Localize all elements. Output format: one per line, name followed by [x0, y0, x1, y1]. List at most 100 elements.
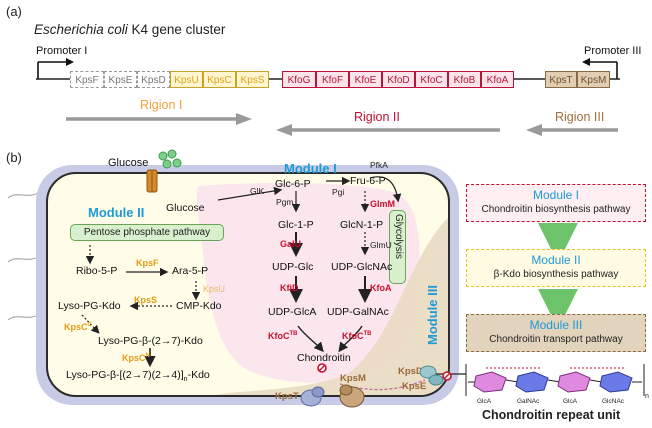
- enzyme-kpsf: KpsF: [136, 258, 159, 268]
- repeat-subscript: n: [645, 393, 649, 400]
- sugar-ring-3: [557, 371, 591, 393]
- glucose-molecules-icon: [158, 149, 182, 169]
- module-iii-region: [214, 218, 448, 395]
- enzyme-galu: GalU: [280, 239, 302, 249]
- legend-module-i-title: Module I: [532, 188, 580, 202]
- stop-icon-export: [442, 371, 452, 381]
- enzyme-kpsu: KpsU: [203, 284, 226, 294]
- sugar-ring-1: [473, 371, 507, 393]
- organism-name: Escherichia coli: [34, 22, 128, 37]
- glc-6-p: Glc-6-P: [275, 178, 311, 190]
- panel-a-label: (a): [6, 4, 22, 19]
- chondroitin: Chondroitin: [297, 352, 351, 364]
- kfoc-right-sup: TB: [363, 331, 372, 337]
- lyso-final-sub: n: [183, 376, 188, 384]
- sugar-label-3: GlcA: [563, 398, 578, 405]
- kpsm-protein-icon: [339, 384, 365, 408]
- enzyme-kpse: KpsE: [402, 381, 427, 392]
- promoter-iii-label: Promoter III: [584, 45, 642, 57]
- ribo-5-p: Ribo-5-P: [76, 265, 118, 277]
- enzyme-pfka: PfkA: [370, 160, 388, 170]
- enzyme-glk: GlK: [250, 186, 265, 196]
- enzyme-kpss: KpsS: [134, 295, 158, 305]
- cluster-name: K4 gene cluster: [127, 22, 226, 37]
- pentose-phosphate-box: Pentose phosphate pathway: [70, 224, 224, 241]
- gene-kfoe: KfoE: [349, 71, 382, 88]
- enzyme-kpsm: KpsM: [340, 373, 366, 384]
- lyso-pg-final: Lyso-PG-β-[(2→7)(2→4)]n-Kdo: [66, 369, 210, 383]
- gene-kpsm: KpsM: [577, 71, 610, 88]
- udp-glc: UDP-Glc: [272, 261, 314, 273]
- gene-kpst: KpsT: [545, 71, 577, 88]
- gene-kfoa: KfoA: [481, 71, 514, 88]
- chondroitin-repeat-structure: [465, 364, 645, 396]
- gene-kfoc: KfoC: [415, 71, 448, 88]
- kfoc-right-label: KfoC: [342, 331, 364, 341]
- kpsc-c-label: KpsC: [64, 322, 88, 332]
- sugar-label-2: GalNAc: [517, 398, 540, 405]
- gene-kpsc: KpsC: [203, 71, 236, 88]
- kfoc-left-label: KfoC: [268, 331, 290, 341]
- legend-module-i-text: Chondroitin biosynthesis pathway: [481, 204, 631, 215]
- stop-icon: [317, 363, 327, 373]
- legend-module-iii-title: Module III: [529, 318, 583, 332]
- legend-module-ii-text: β-Kdo biosynthesis pathway: [493, 269, 619, 280]
- region-iii-label: Rigion III: [555, 110, 605, 124]
- module-i-title: Module I: [284, 161, 337, 176]
- lyso-final-main: Lyso-PG-β-[(2→7)(2→4)]: [66, 369, 184, 381]
- glucose-transporter-icon: [146, 169, 158, 193]
- enzyme-kfid: KfiD: [280, 283, 299, 293]
- enzyme-pgi: Pgi: [332, 187, 345, 197]
- legend-module-iii-text: Chondroitin transport pathway: [489, 334, 623, 345]
- promoter-i-label: Promoter I: [36, 45, 88, 57]
- gene-kpse: KpsE: [104, 71, 137, 88]
- glcn-1-p: GlcN-1-P: [340, 219, 384, 231]
- lyso-pg-kdo: Lyso-PG-Kdo: [58, 300, 121, 312]
- gene-kpsu: KpsU: [170, 71, 203, 88]
- module-ii-title: Module II: [88, 205, 145, 220]
- enzyme-pgm: Pgm: [276, 197, 294, 207]
- region-ii-label: Rigion II: [354, 110, 400, 124]
- kpsc-c-sup: C: [87, 322, 92, 328]
- kfoc-left-sup: TB: [289, 331, 298, 337]
- glucose-outside: Glucose: [108, 157, 149, 169]
- gene-cluster-title: Escherichia coli K4 gene cluster: [34, 22, 225, 37]
- gene-kfof: KfoF: [316, 71, 349, 88]
- kpsde-protein-icon: [419, 365, 444, 386]
- sugar-label-1: GlcA: [477, 398, 492, 405]
- gene-kfog: KfoG: [282, 71, 316, 88]
- enzyme-kpsc-n: KpsCN: [122, 353, 150, 363]
- gene-kpsf: KpsF: [70, 71, 104, 88]
- legend-module-iii: Module III Chondroitin transport pathway: [466, 314, 646, 352]
- sugar-ring-4: [599, 371, 633, 393]
- glucose-inside: Glucose: [166, 202, 205, 214]
- enzyme-kfoa: KfoA: [370, 283, 392, 293]
- kpsc-n-label: KpsC: [122, 353, 146, 363]
- kpst-protein-icon: [300, 386, 325, 407]
- cell-cytoplasm: [46, 172, 450, 397]
- lyso-pg-b27-kdo: Lyso-PG-β-(2→7)-Kdo: [98, 335, 203, 347]
- enzyme-kpst: KpsT: [275, 391, 299, 402]
- enzyme-kpsd: KpsD: [398, 366, 423, 377]
- udp-glcnac: UDP-GlcNAc: [331, 261, 393, 273]
- enzyme-glmu: GlmU: [370, 240, 392, 250]
- legend-module-ii-title: Module II: [531, 253, 581, 267]
- fru-6-p: Fru-6-P: [350, 175, 386, 187]
- sugar-ring-2: [515, 371, 549, 393]
- glycolysis-box: Glycolysis: [389, 210, 406, 284]
- kpsc-n-sup: N: [145, 353, 150, 359]
- gene-kpss: KpsS: [236, 71, 269, 88]
- enzyme-kpsc-c: KpsCC: [64, 322, 92, 332]
- udp-galnac: UDP-GalNAc: [327, 306, 389, 318]
- sugar-label-4: GlcNAc: [602, 398, 625, 405]
- module-i-region: [196, 182, 420, 383]
- gene-kfob: KfoB: [448, 71, 481, 88]
- cmp-kdo: CMP-Kdo: [176, 300, 222, 312]
- region-i-label: Rigion I: [140, 98, 183, 112]
- legend-module-i: Module I Chondroitin biosynthesis pathwa…: [466, 184, 646, 222]
- enzyme-kfoc-left: KfoCTB: [268, 331, 298, 341]
- gene-kpsd: KpsD: [137, 71, 170, 88]
- legend-module-ii: Module II β-Kdo biosynthesis pathway: [466, 249, 646, 287]
- repeat-unit-caption: Chondroitin repeat unit: [482, 408, 621, 422]
